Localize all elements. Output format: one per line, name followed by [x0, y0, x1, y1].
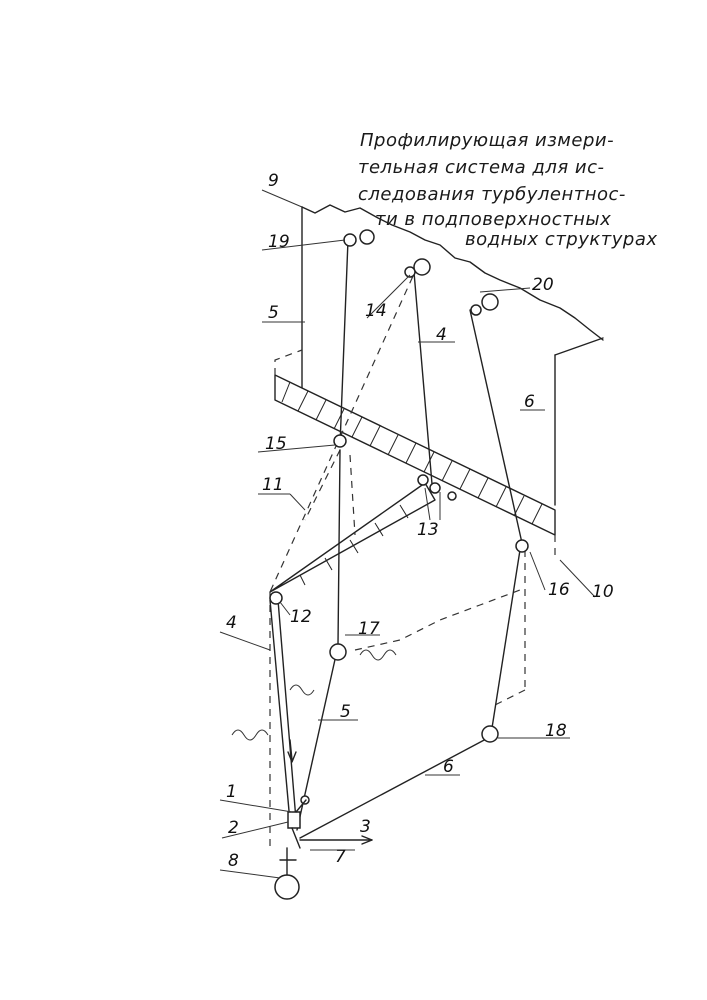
cable-6-lower [300, 738, 488, 838]
label-10: 10 [592, 582, 614, 602]
label-3: 3 [360, 817, 371, 837]
water-wave [360, 650, 396, 660]
label-4b: 4 [226, 613, 237, 633]
dash-line [355, 590, 520, 650]
pulley-13c [448, 492, 456, 500]
water-lines [232, 650, 396, 740]
label-18: 18 [545, 721, 567, 741]
label-4a: 4 [436, 325, 447, 345]
label-6b: 6 [443, 757, 454, 777]
label-13: 13 [417, 520, 439, 540]
label-5a: 5 [268, 303, 279, 323]
leader-line [262, 190, 302, 207]
label-6a: 6 [524, 392, 535, 412]
title-block: Профилирующая измери- тельная система дл… [358, 130, 658, 250]
label-14: 14 [365, 301, 387, 321]
winch-20 [482, 294, 498, 310]
winch-14 [414, 259, 430, 275]
leader-line [280, 602, 290, 615]
leader-line [220, 870, 280, 878]
pulley-13b [430, 483, 440, 493]
pulley-19 [344, 234, 356, 246]
weight-18 [482, 726, 498, 742]
cable-6-middle [492, 550, 520, 728]
cable-5-middle [338, 450, 340, 645]
pulley-20 [471, 305, 481, 315]
title-line-2: тельная система для ис- [358, 157, 605, 178]
label-19: 19 [268, 232, 290, 252]
label-11: 11 [262, 475, 284, 495]
small-float [301, 796, 309, 804]
label-15: 15 [265, 434, 287, 454]
label-16: 16 [548, 580, 570, 600]
dash-line [495, 690, 525, 705]
title-line-4: ти в подповерхностных [375, 209, 611, 230]
pulley-13a [418, 475, 428, 485]
dash-line [350, 455, 355, 535]
probe-body [292, 828, 300, 848]
cable-6-upper [470, 310, 522, 543]
label-9: 9 [268, 171, 279, 191]
winch-19 [360, 230, 374, 244]
label-12: 12 [290, 607, 312, 627]
leader-line [220, 632, 270, 650]
pulley-15 [334, 435, 346, 447]
water-wave [290, 685, 314, 695]
leader-line [530, 552, 545, 590]
weight-8 [275, 875, 299, 899]
label-8: 8 [228, 851, 239, 871]
wall-right-top [555, 338, 603, 355]
water-wave [232, 730, 268, 740]
probe-assembly [280, 800, 372, 875]
label-2: 2 [228, 818, 239, 838]
pulley-16 [516, 540, 528, 552]
label-17: 17 [358, 619, 380, 639]
title-line-5: водных структурах [465, 229, 658, 250]
label-7: 7 [335, 847, 346, 867]
dashed-lines [270, 265, 525, 850]
leader-line [290, 494, 305, 510]
title-line-1: Профилирующая измери- [360, 130, 614, 151]
dash-line [305, 450, 340, 520]
label-20: 20 [532, 275, 554, 295]
label-1: 1 [226, 782, 237, 802]
beam-dashed-back [275, 350, 302, 375]
probe-1 [288, 812, 300, 828]
title-line-3: следования турбулентнос- [358, 184, 626, 205]
label-5b: 5 [340, 702, 351, 722]
cables [270, 240, 522, 838]
hatched-beam [275, 350, 555, 555]
hatch-line [300, 575, 305, 585]
weight-17 [330, 644, 346, 660]
